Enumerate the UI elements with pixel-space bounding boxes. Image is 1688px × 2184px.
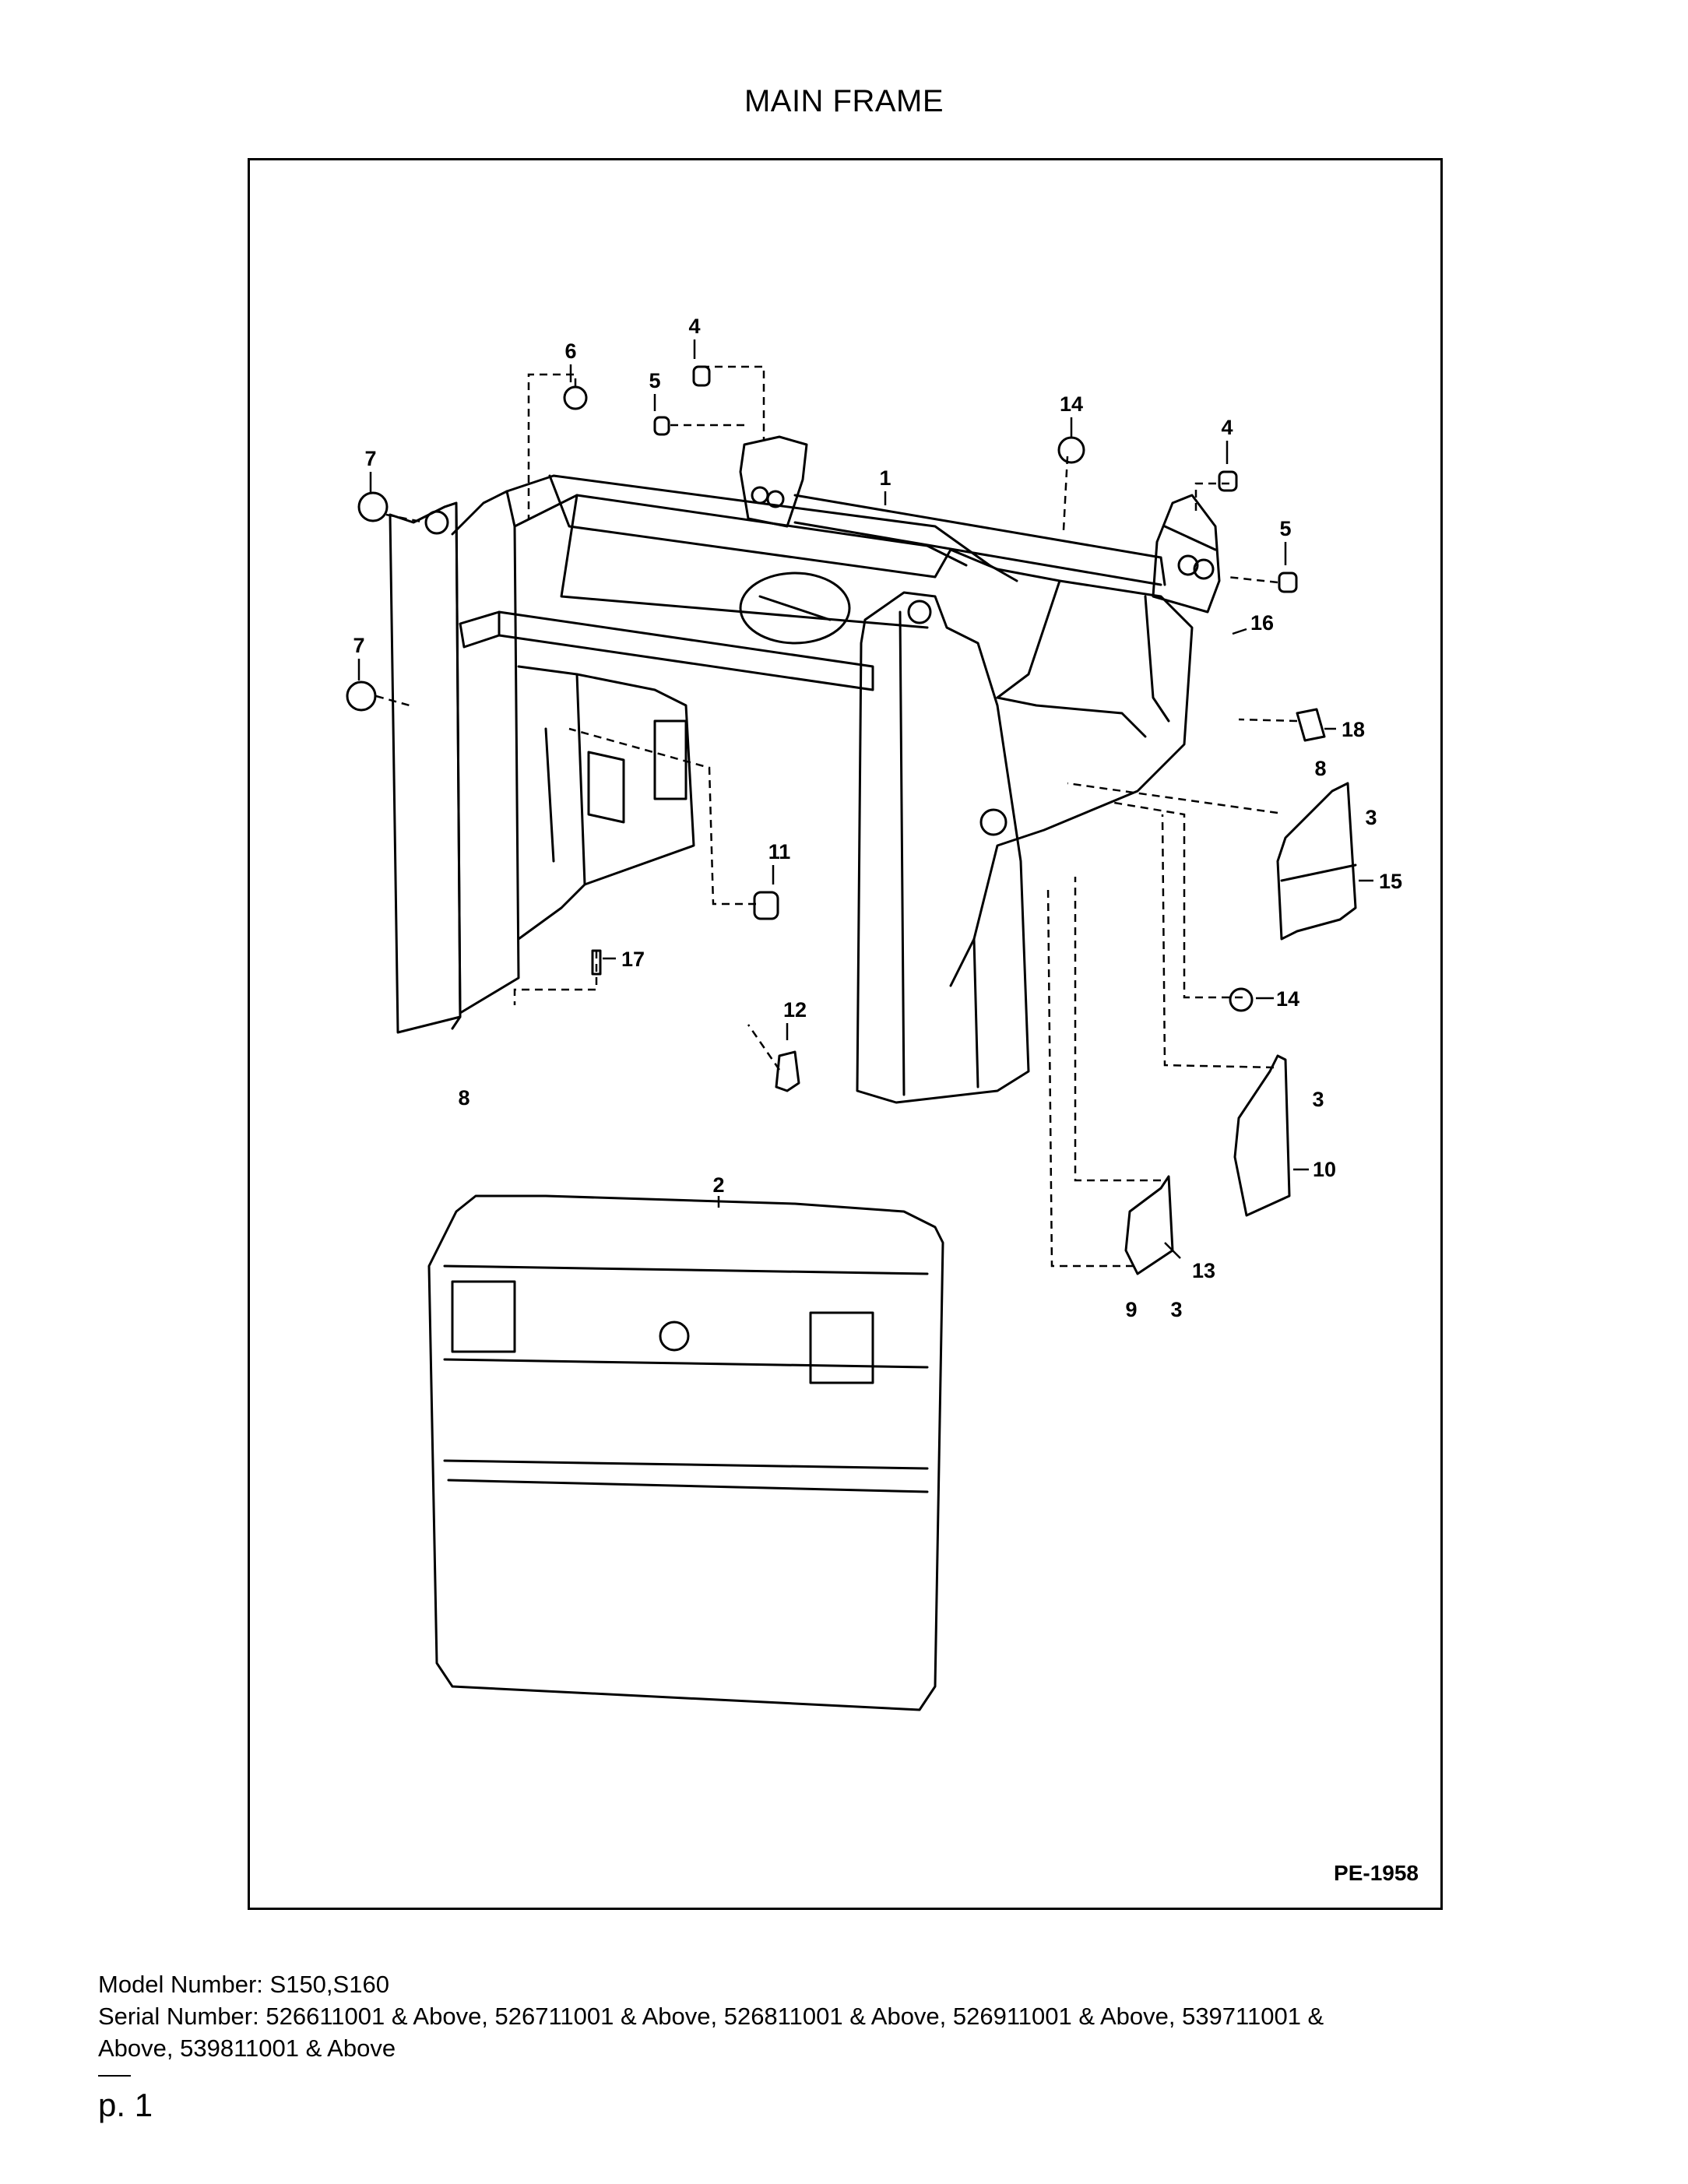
callout-6: 6 [564, 339, 576, 363]
page-number-rule [98, 2075, 131, 2077]
callout-3-b: 3 [1312, 1088, 1324, 1111]
callout-numbers: 1 2 3 3 3 4 4 5 5 6 7 7 8 8 9 10 11 12 1… [353, 315, 1402, 1321]
center-cross-channel [459, 610, 874, 691]
callout-5-b: 5 [1279, 517, 1291, 540]
panel-part-10 [1233, 1054, 1291, 1217]
left-inner-panel [517, 665, 695, 941]
panel-part-9 [1124, 1175, 1174, 1275]
callout-17: 17 [621, 948, 645, 971]
page-title: MAIN FRAME [744, 84, 944, 118]
callout-2: 2 [712, 1173, 724, 1197]
callout-11: 11 [768, 840, 791, 863]
bushing-part-5-right [1278, 571, 1298, 593]
bushing-part-11 [753, 891, 779, 920]
model-number: Model Number: S150,S160 [98, 1971, 389, 1998]
callout-3-a: 3 [1365, 806, 1377, 829]
bushing-part-5-left [653, 416, 670, 436]
callout-16: 16 [1250, 611, 1274, 635]
main-frame-right-structure [949, 548, 1194, 987]
bushing-part-4-right [1218, 470, 1238, 492]
spacer-part-7-top [357, 491, 389, 522]
plug-part-14-side [1229, 987, 1254, 1012]
gasket-part-18 [1296, 708, 1326, 742]
rear-cross-tube [793, 494, 1166, 586]
callout-9: 9 [1125, 1298, 1137, 1321]
assembly-leaders [375, 365, 1298, 1268]
callout-14-b: 14 [1276, 987, 1299, 1011]
serial-number-line-2: Above, 539811001 & Above [98, 2035, 396, 2062]
callout-5-a: 5 [649, 369, 660, 392]
floor-plate-part-2 [427, 1194, 944, 1711]
callout-12: 12 [783, 998, 807, 1022]
main-frame-right-upright [856, 591, 1030, 1104]
plug-part-14-top [1057, 436, 1085, 464]
main-frame-top-crossmember [505, 474, 1018, 645]
left-tower-bracket [739, 435, 808, 528]
callout-8-b: 8 [458, 1086, 469, 1110]
callout-8-a: 8 [1314, 757, 1326, 780]
callout-4-b: 4 [1221, 416, 1233, 439]
small-parts [346, 365, 1326, 1092]
drawing-number: PE-1958 [1334, 1861, 1419, 1885]
callout-15: 15 [1379, 870, 1402, 893]
callout-14-a: 14 [1060, 392, 1083, 416]
right-tower-bracket [1152, 494, 1221, 614]
exploded-parts-diagram: 1 2 3 3 3 4 4 5 5 6 7 7 8 8 9 10 11 12 1… [346, 315, 1402, 1711]
callout-1: 1 [879, 466, 891, 490]
serial-number-line-1: Serial Number: 526611001 & Above, 526711… [98, 2003, 1324, 2030]
spacer-part-7-bottom [346, 681, 377, 712]
callout-10: 10 [1313, 1158, 1336, 1181]
page-number: p. 1 [98, 2087, 153, 2123]
callout-leaders [357, 339, 1373, 1259]
callout-7-a: 7 [364, 447, 376, 470]
callout-7-b: 7 [353, 634, 364, 657]
callout-13: 13 [1192, 1259, 1215, 1282]
main-frame-left-upright [389, 490, 520, 1034]
footer-info: Model Number: S150,S160 Serial Number: 5… [98, 1968, 1624, 2064]
callout-18: 18 [1342, 718, 1365, 741]
bushing-part-4-left [692, 365, 711, 387]
diagram-frame: 1 2 3 3 3 4 4 5 5 6 7 7 8 8 9 10 11 12 1… [248, 158, 1443, 1910]
panel-part-15 [1276, 782, 1357, 941]
callout-4-a: 4 [688, 315, 700, 338]
washer-part-6 [563, 385, 588, 410]
callout-3-c: 3 [1170, 1298, 1182, 1321]
clip-part-12 [775, 1050, 800, 1092]
